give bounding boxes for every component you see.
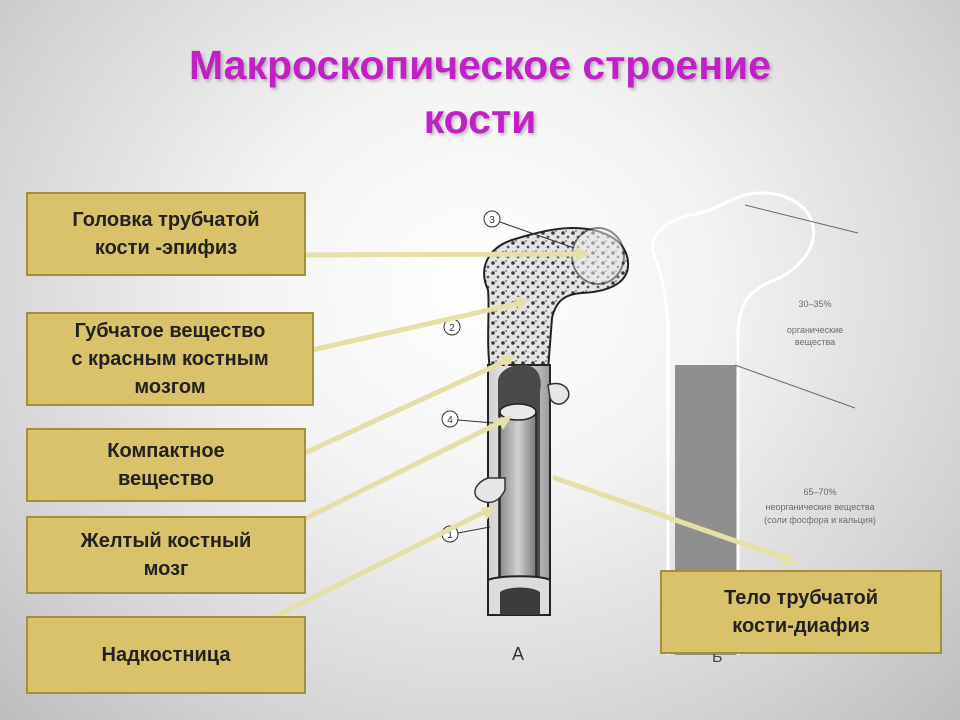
pointer-head-diaphysis [781,552,798,566]
label-diaphysis: Тело трубчатой кости-диафиз [660,570,942,654]
pointer-head-epiphysis [576,247,590,261]
marker-4-text: 4 [447,415,453,426]
organic-text-2: вещества [795,337,835,347]
label-spongy: Губчатое вещество с красным костным мозг… [26,312,314,406]
figure-a-letter: А [512,644,524,664]
label-spongy-text: Губчатое вещество с красным костным мозг… [71,320,269,398]
label-epiphysis: Головка трубчатой кости -эпифиз [26,192,306,276]
marker-2-text: 2 [449,323,455,334]
title-line-1: Макроскопическое строение [189,42,771,88]
inorganic-text-1: неорганические вещества [765,502,874,512]
marker-4 [441,410,459,428]
figure-b-letter: Б [712,649,723,666]
pointers [225,251,793,618]
label-periosteum-text: Надкостница [101,644,231,666]
marker-3 [483,210,501,228]
shaft-bottom-cavity [500,587,540,615]
inorganic-percent: 65–70% [803,487,836,497]
pointer-diaphysis [552,475,793,563]
pointer-spongy [287,300,523,358]
pointer-head-periosteum [481,506,496,520]
label-diaphysis-text: Тело трубчатой кости-диафиз [723,587,879,637]
pointer-head-spongy [515,296,530,310]
label-compact-text: Компактное вещество [107,440,225,490]
pointer-head-compact [500,355,516,368]
label-yellow-marrow: Желтый костный мозг [26,516,306,594]
label-compact: Компактное вещество [26,428,306,502]
label-epiphysis-text: Головка трубчатой кости -эпифиз [72,209,260,259]
organic-percent: 30–35% [798,299,831,309]
label-periosteum: Надкостница [26,616,306,694]
organic-text-1: органические [787,325,843,335]
marrow-top [499,403,537,421]
pointer-head-yellow-marrow [497,416,512,430]
pointer-periosteum [275,507,491,618]
pointer-epiphysis [282,251,583,258]
periosteum-flap-left [474,477,506,504]
marker-1-text: 1 [447,530,453,541]
label-yellow-marrow-text: Желтый костный мозг [80,530,252,580]
slide-title: Макроскопическое строение кости [0,38,960,146]
yellow-marrow [499,411,537,588]
title-line-2: кости [423,96,537,142]
pointer-heads [481,247,798,566]
marker-3-text: 3 [489,215,495,226]
periosteum-flap-top [547,382,570,405]
pointer-yellow-marrow [289,417,508,528]
figure-a-bone: 3 2 4 1 А [441,210,630,664]
inorganic-text-2: (соли фосфора и кальция) [764,515,876,525]
